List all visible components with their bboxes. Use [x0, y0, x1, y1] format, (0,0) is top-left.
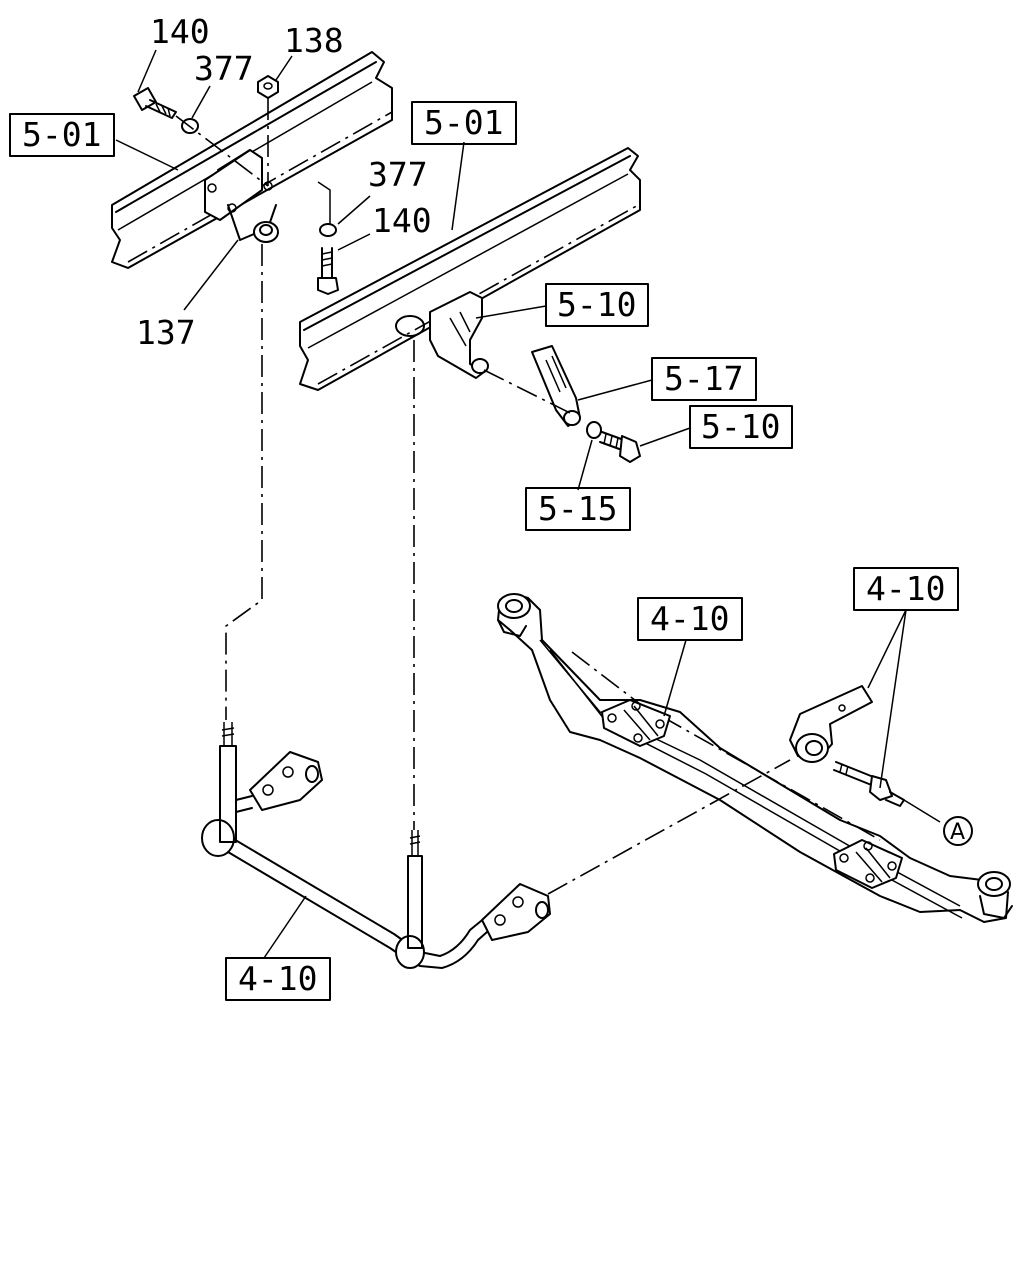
- ref-box-5-10-bolt-text: 5-10: [701, 407, 780, 446]
- ref-box-5-01-right: 5-01: [411, 101, 517, 145]
- ref-box-5-10-bracket: 5-10: [545, 283, 649, 327]
- leader-5-01-left: [115, 139, 179, 171]
- label-377-mid: 377: [368, 155, 428, 194]
- ref-box-5-10-bracket-text: 5-10: [557, 285, 636, 324]
- ref-box-5-10-bolt: 5-10: [689, 405, 793, 449]
- axis-link: [483, 369, 573, 415]
- bolt-140-top: [133, 87, 177, 119]
- label-138: 138: [284, 21, 344, 60]
- ref-box-5-01-left: 5-01: [9, 113, 115, 157]
- label-140-top: 140: [150, 12, 210, 51]
- leader-137: [183, 239, 239, 311]
- ref-box-5-01-left-text: 5-01: [22, 115, 101, 154]
- leader-5-10-bolt: [639, 427, 691, 447]
- ref-marker-a: A: [943, 816, 973, 846]
- bracket-137: [204, 149, 279, 243]
- leader-5-17: [577, 379, 653, 401]
- leader-5-10-bracket: [475, 305, 547, 319]
- axis-bolt-top: [175, 115, 269, 187]
- label-377-top: 377: [194, 49, 254, 88]
- axis-left-link: [225, 244, 263, 720]
- leader-5-01-right: [451, 141, 465, 231]
- label-137: 137: [136, 313, 196, 352]
- leader-140-top: [137, 49, 157, 93]
- leader-138: [275, 55, 293, 81]
- bolt-5-10: [599, 431, 641, 463]
- bushing-bracket-4-10: [789, 685, 873, 763]
- axis-bushing: [547, 759, 791, 895]
- ref-box-5-15: 5-15: [525, 487, 631, 531]
- leader-4-10-axle: [663, 639, 687, 717]
- leader-4-10-bushing: [867, 609, 907, 789]
- ref-box-4-10-stabilizer-text: 4-10: [238, 959, 317, 998]
- ref-box-4-10-bushing-text: 4-10: [866, 569, 945, 608]
- leader-a: [903, 799, 941, 823]
- axis-bolt-mid: [317, 181, 331, 224]
- ref-box-5-15-text: 5-15: [538, 489, 617, 528]
- leader-377-top: [191, 85, 211, 119]
- leader-377-mid: [337, 195, 371, 225]
- ref-box-5-01-right-text: 5-01: [424, 103, 503, 142]
- washer-377-top: [181, 118, 199, 134]
- leader-4-10-stabilizer: [263, 895, 307, 959]
- ref-box-5-17-text: 5-17: [664, 359, 743, 398]
- bolt-140-mid: [317, 247, 339, 295]
- ref-box-4-10-stabilizer: 4-10: [225, 957, 331, 1001]
- ref-box-4-10-axle: 4-10: [637, 597, 743, 641]
- nut-138: [257, 75, 279, 99]
- washer-377-mid: [319, 223, 337, 237]
- ref-box-4-10-bushing: 4-10: [853, 567, 959, 611]
- ref-marker-a-text: A: [950, 820, 965, 845]
- washer-5-15: [586, 421, 602, 439]
- leader-140-mid: [337, 233, 371, 251]
- label-140-mid: 140: [372, 201, 432, 240]
- link-5-17: [531, 345, 581, 427]
- bolt-a: [833, 761, 905, 807]
- frame-rail-right: [299, 147, 641, 391]
- ref-box-4-10-axle-text: 4-10: [650, 599, 729, 638]
- bracket-5-10: [395, 291, 489, 379]
- leader-5-15: [577, 439, 593, 491]
- ref-box-5-17: 5-17: [651, 357, 757, 401]
- front-axle: [497, 593, 1013, 923]
- stabilizer-bar: [201, 722, 551, 969]
